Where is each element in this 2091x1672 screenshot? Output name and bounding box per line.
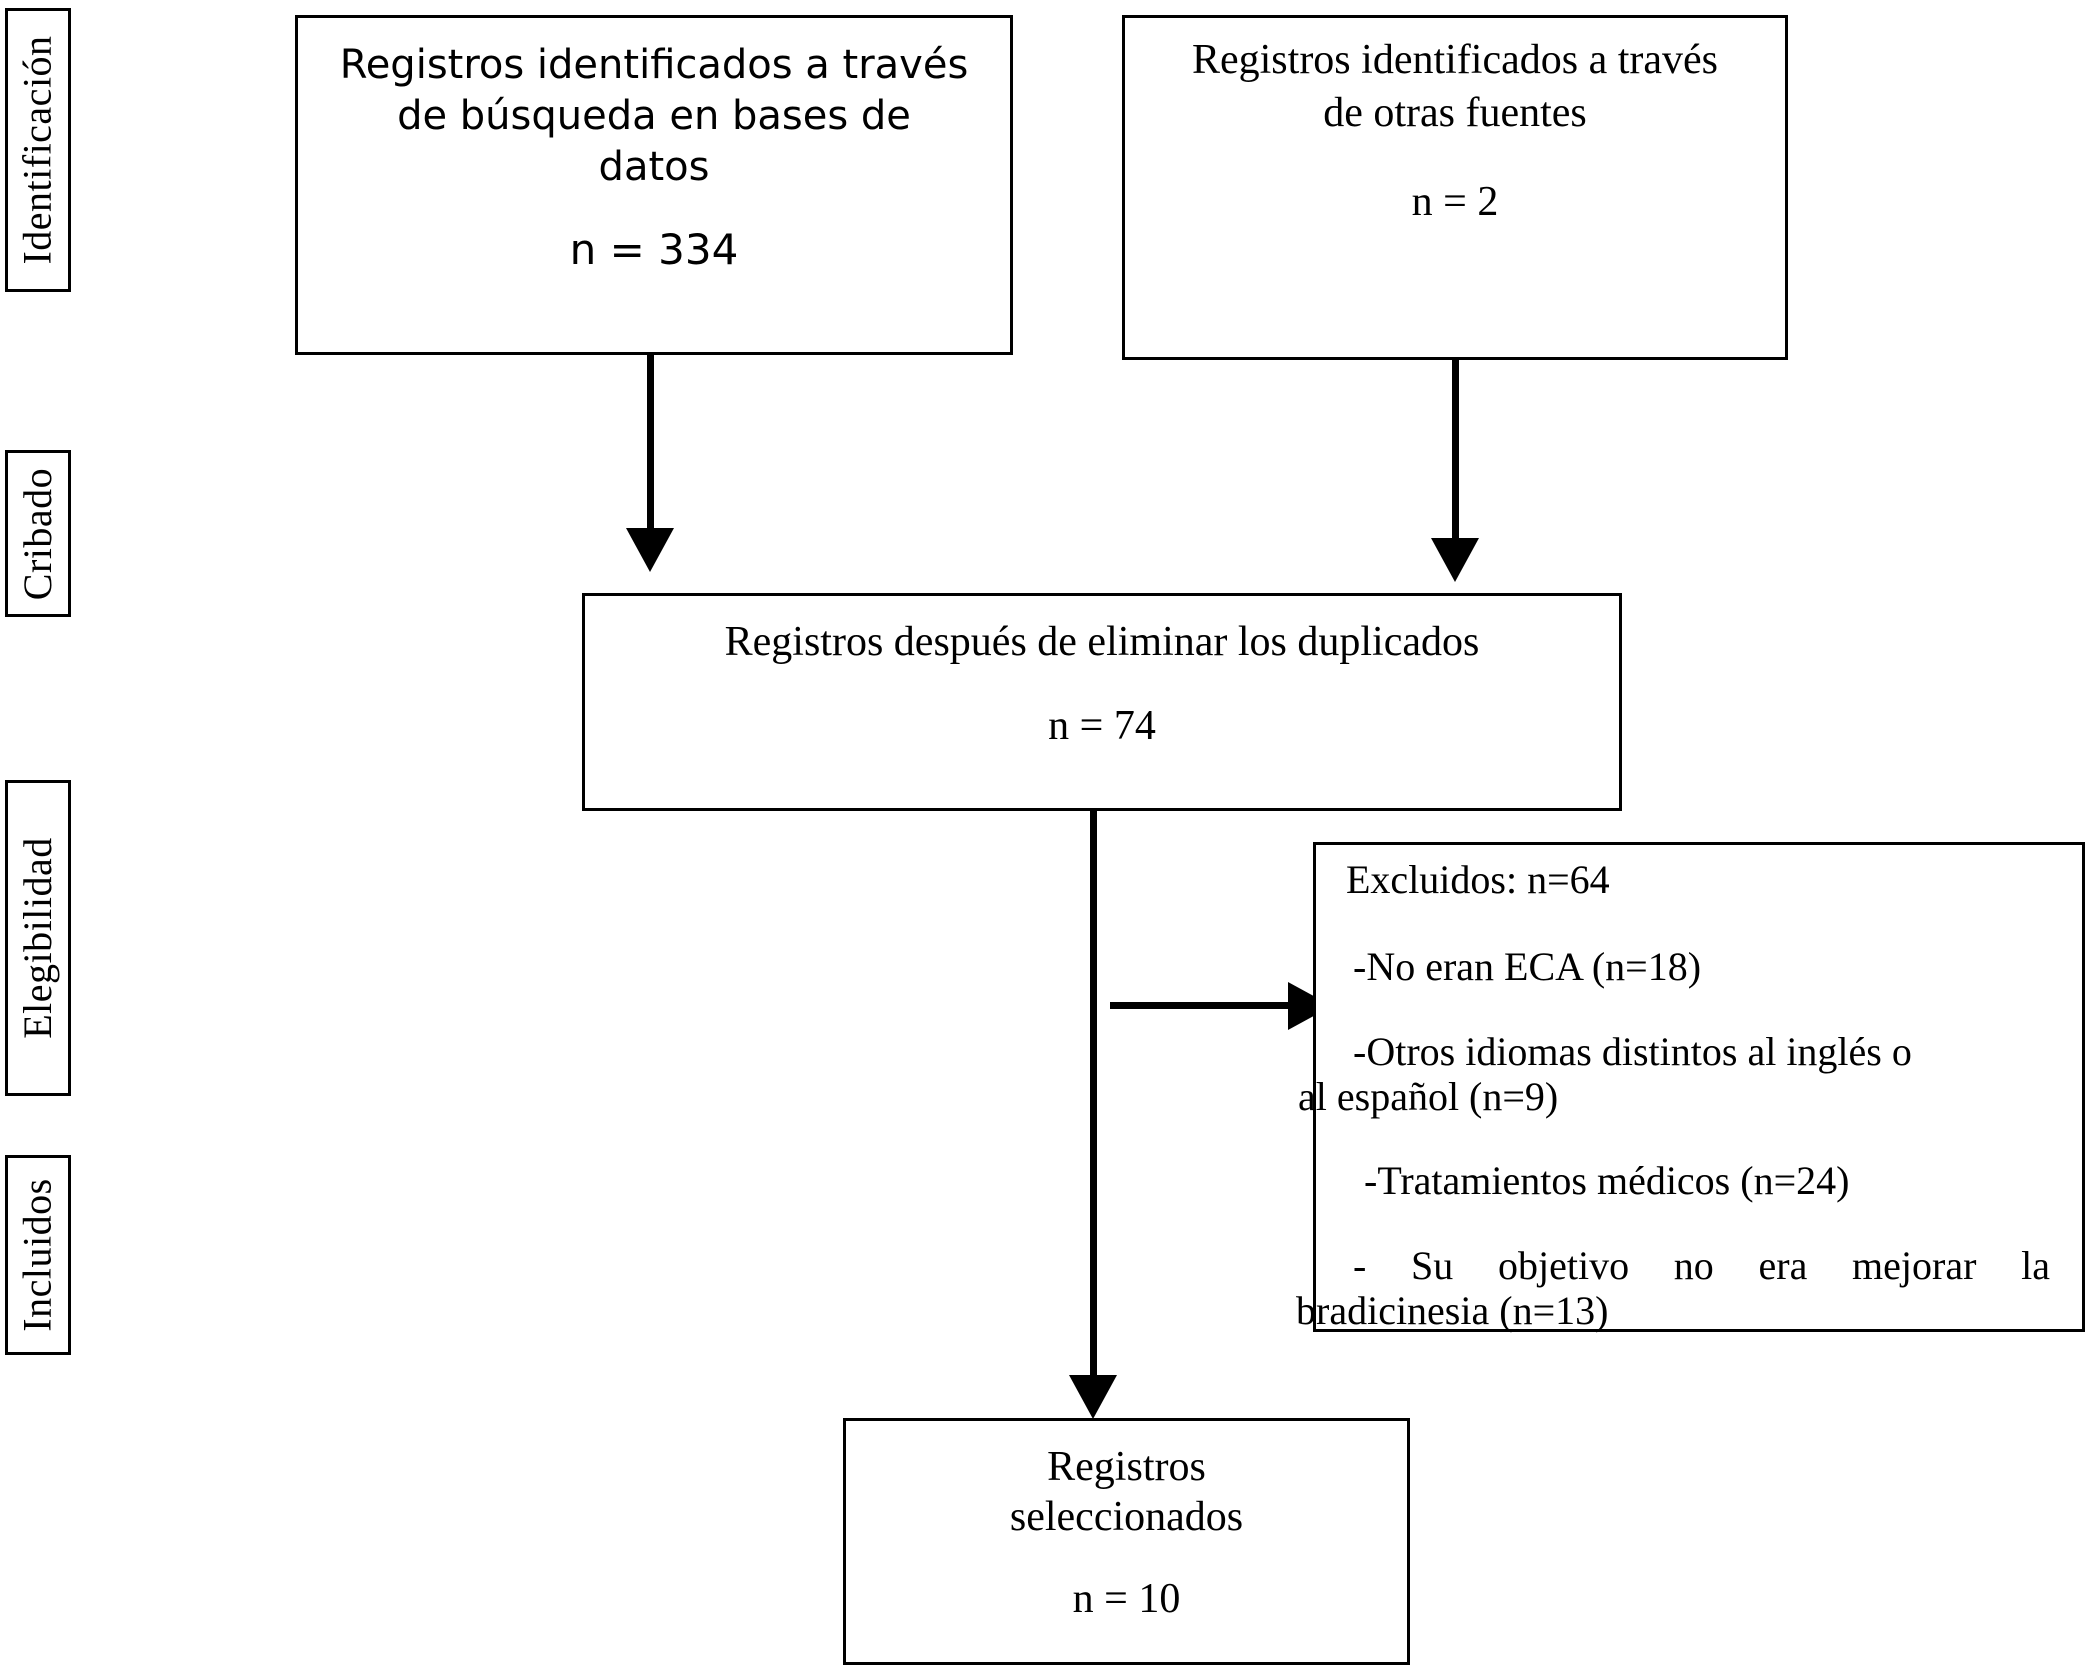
box-included-line2: seleccionados	[1009, 1494, 1244, 1540]
connector-arrowhead-dedup-to-included	[1069, 1375, 1117, 1419]
connector-line-sources-to-dedup	[1452, 358, 1459, 544]
box-databases-line2: de búsqueda en bases de	[397, 93, 911, 139]
box-records-after-duplicates: Registros después de eliminar los duplic…	[582, 593, 1622, 811]
stage-box-incluidos: Incluidos	[5, 1155, 71, 1355]
excluded-item-objective-line2: bradicinesia (n=13)	[1296, 1288, 1609, 1333]
box-dedup-count: n = 74	[1048, 703, 1156, 749]
stage-box-elegibilidad: Elegibilidad	[5, 780, 71, 1096]
excluded-item-other-languages-line2: al español (n=9)	[1298, 1074, 1559, 1119]
stage-label-incluidos: Incluidos	[15, 1178, 60, 1332]
connector-line-databases-to-dedup	[647, 355, 654, 533]
stage-box-cribado: Cribado	[5, 450, 71, 617]
box-other-sources-line1: Registros identificados a través	[1191, 37, 1719, 83]
box-records-selected: Registros seleccionados n = 10	[843, 1418, 1410, 1665]
excluded-item-objective-line1: - Su objetivo no era mejorar la	[1353, 1243, 2050, 1288]
stage-label-identificacion: Identificación	[15, 35, 61, 265]
connector-arrowhead-sources-to-dedup	[1431, 538, 1479, 582]
box-included-line1: Registros	[1047, 1444, 1206, 1490]
box-records-databases: Registros identificados a través de búsq…	[295, 15, 1013, 355]
excluded-item-medical-treatments: -Tratamientos médicos (n=24)	[1364, 1158, 1850, 1203]
box-databases-line3: datos	[598, 144, 710, 190]
box-databases-line1: Registros identificados a través	[339, 42, 969, 88]
connector-line-dedup-to-excluded	[1110, 1002, 1300, 1009]
stage-label-cribado: Cribado	[15, 467, 60, 600]
excluded-item-no-rct: -No eran ECA (n=18)	[1353, 944, 1702, 989]
box-records-other-sources: Registros identificados a través de otra…	[1122, 15, 1788, 360]
connector-line-dedup-to-included	[1090, 808, 1097, 1380]
box-other-sources-count: n = 2	[1411, 179, 1499, 225]
stage-box-identificacion: Identificación	[5, 8, 71, 292]
box-included-count: n = 10	[1072, 1576, 1181, 1622]
excluded-item-other-languages-line1: -Otros idiomas distintos al inglés o	[1353, 1029, 1912, 1074]
box-dedup-line1: Registros después de eliminar los duplic…	[724, 619, 1480, 665]
stage-label-elegibilidad: Elegibilidad	[15, 837, 61, 1039]
connector-arrowhead-databases-to-dedup	[626, 528, 674, 572]
box-other-sources-line2: de otras fuentes	[1323, 90, 1587, 136]
box-databases-count: n = 334	[569, 225, 739, 274]
excluded-title: Excluidos: n=64	[1346, 857, 1610, 902]
box-excluded-records: Excluidos: n=64 -No eran ECA (n=18) -Otr…	[1296, 842, 2085, 1333]
